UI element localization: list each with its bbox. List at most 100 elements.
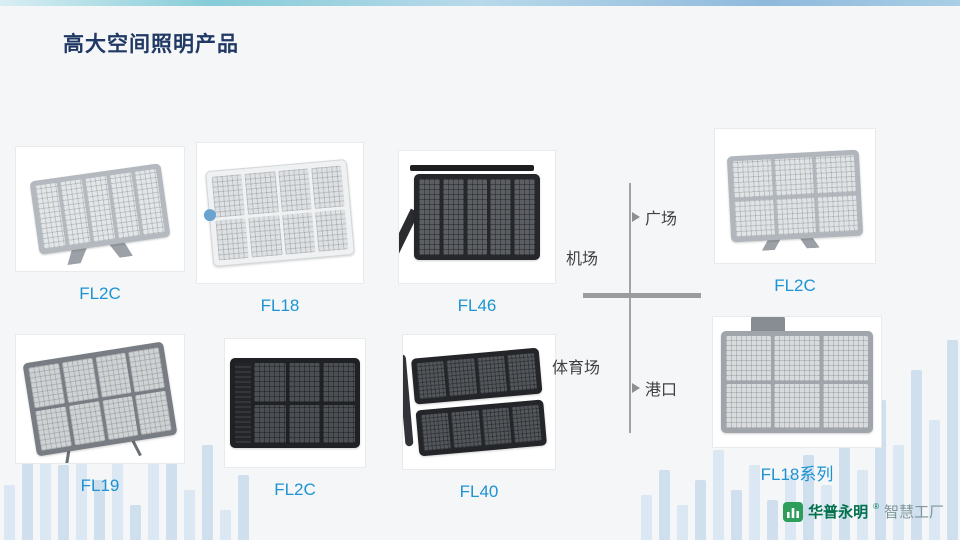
- equalizer-bar: [130, 505, 141, 540]
- equalizer-bar: [893, 445, 904, 540]
- led-module: [734, 198, 775, 238]
- diagram-vertical-line: [629, 183, 631, 433]
- equalizer-bar: [947, 340, 958, 540]
- product-label: FL2C: [274, 480, 316, 499]
- product-label: FL18系列: [760, 465, 834, 484]
- diagram-label-text: 体育场: [552, 360, 601, 377]
- product-label: FL2C: [774, 276, 816, 295]
- equalizer-bar: [713, 450, 724, 540]
- led-module: [506, 353, 538, 392]
- equalizer-bar: [202, 445, 213, 540]
- led-module: [774, 383, 820, 428]
- page-title: 高大空间照明产品: [63, 33, 239, 56]
- equalizer-bar: [749, 465, 760, 540]
- diagram-label-stadium: 体育场: [552, 354, 600, 378]
- led-module: [726, 336, 772, 381]
- equalizer-bar: [40, 400, 51, 540]
- logo-suffix-text: 智慧工厂: [883, 504, 944, 521]
- product-image-card: [712, 316, 882, 448]
- led-module: [323, 363, 355, 402]
- equalizer-bar: [641, 495, 652, 540]
- product-image-card: [714, 128, 876, 264]
- led-module: [281, 211, 316, 255]
- equalizer-bar: [58, 465, 69, 540]
- led-module: [726, 383, 772, 428]
- floodlight-panel: [726, 149, 864, 243]
- led-module: [442, 179, 464, 255]
- led-module: [451, 410, 482, 449]
- logo-icon: [783, 501, 804, 522]
- led-module: [68, 400, 106, 446]
- led-module: [288, 363, 321, 402]
- equalizer-bar: [94, 480, 105, 540]
- logo-brand-text: 华普永明: [808, 504, 869, 521]
- product-fl18-series: FL18系列: [712, 316, 882, 485]
- product-fl2c-top: FL2C: [15, 146, 185, 304]
- floodlight-panel: [415, 399, 548, 457]
- equalizer-bar: [4, 485, 15, 540]
- equalizer-bar: [148, 455, 159, 540]
- floodlight-image: [726, 149, 864, 243]
- led-module: [314, 208, 349, 252]
- equalizer-bar: [76, 390, 87, 540]
- equalizer-bar: [857, 470, 868, 540]
- led-module: [277, 168, 312, 212]
- product-image-card: [196, 142, 364, 284]
- equalizer-bar: [911, 370, 922, 540]
- diagram-label-plaza: 广场: [632, 205, 677, 229]
- floodlight-panel: [721, 331, 873, 433]
- arrow-right-icon: [632, 383, 640, 393]
- product-fl2c-bottom: FL2C: [224, 338, 366, 500]
- product-image-card: [224, 338, 366, 468]
- floodlight-panel: [410, 347, 543, 405]
- floodlight-heatsink: [235, 363, 251, 443]
- led-module: [732, 159, 773, 198]
- diagram-label-text: 机场: [566, 251, 599, 268]
- led-module: [476, 355, 507, 394]
- diagram-label-text: 广场: [645, 211, 678, 228]
- led-module: [211, 174, 246, 218]
- diagram-horizontal-line: [583, 293, 701, 298]
- floodlight-image: [721, 317, 873, 433]
- arrow-right-icon: [632, 212, 640, 222]
- equalizer-bar: [839, 430, 850, 540]
- led-module: [815, 154, 856, 194]
- led-module: [101, 395, 139, 441]
- diagram-label-text: 港口: [645, 382, 678, 399]
- product-label: FL40: [459, 482, 499, 501]
- led-module: [822, 336, 868, 381]
- led-module: [310, 165, 345, 209]
- led-module: [323, 404, 355, 443]
- led-module: [254, 363, 286, 402]
- led-module: [419, 179, 440, 255]
- floodlight-panel: [230, 358, 360, 448]
- product-fl2c-right: FL2C: [714, 128, 876, 296]
- led-module: [248, 214, 283, 258]
- led-module: [135, 390, 172, 435]
- equalizer-bar: [220, 510, 231, 540]
- diagram-label-port: 港口: [632, 376, 677, 400]
- led-module: [511, 404, 542, 444]
- product-fl40: FL40: [402, 334, 556, 502]
- equalizer-bar: [821, 485, 832, 540]
- led-module: [822, 383, 868, 428]
- equalizer-bar: [875, 400, 886, 540]
- product-label: FL18: [260, 296, 300, 315]
- floodlight-top-bracket: [410, 165, 534, 171]
- equalizer-bar: [695, 480, 706, 540]
- floodlight-image: [230, 358, 360, 448]
- equalizer-bar: [22, 445, 33, 540]
- led-module: [28, 363, 65, 408]
- diagram-label-airport: 机场: [566, 245, 598, 269]
- product-fl18: FL18: [196, 142, 364, 316]
- floodlight-image: [403, 347, 548, 457]
- eq-left: [4, 390, 249, 540]
- led-module: [466, 179, 488, 255]
- led-module: [416, 360, 447, 400]
- product-image-card: [15, 146, 185, 272]
- led-module: [775, 196, 817, 235]
- product-label: FL19: [80, 476, 120, 495]
- product-fl19: FL19: [15, 334, 185, 496]
